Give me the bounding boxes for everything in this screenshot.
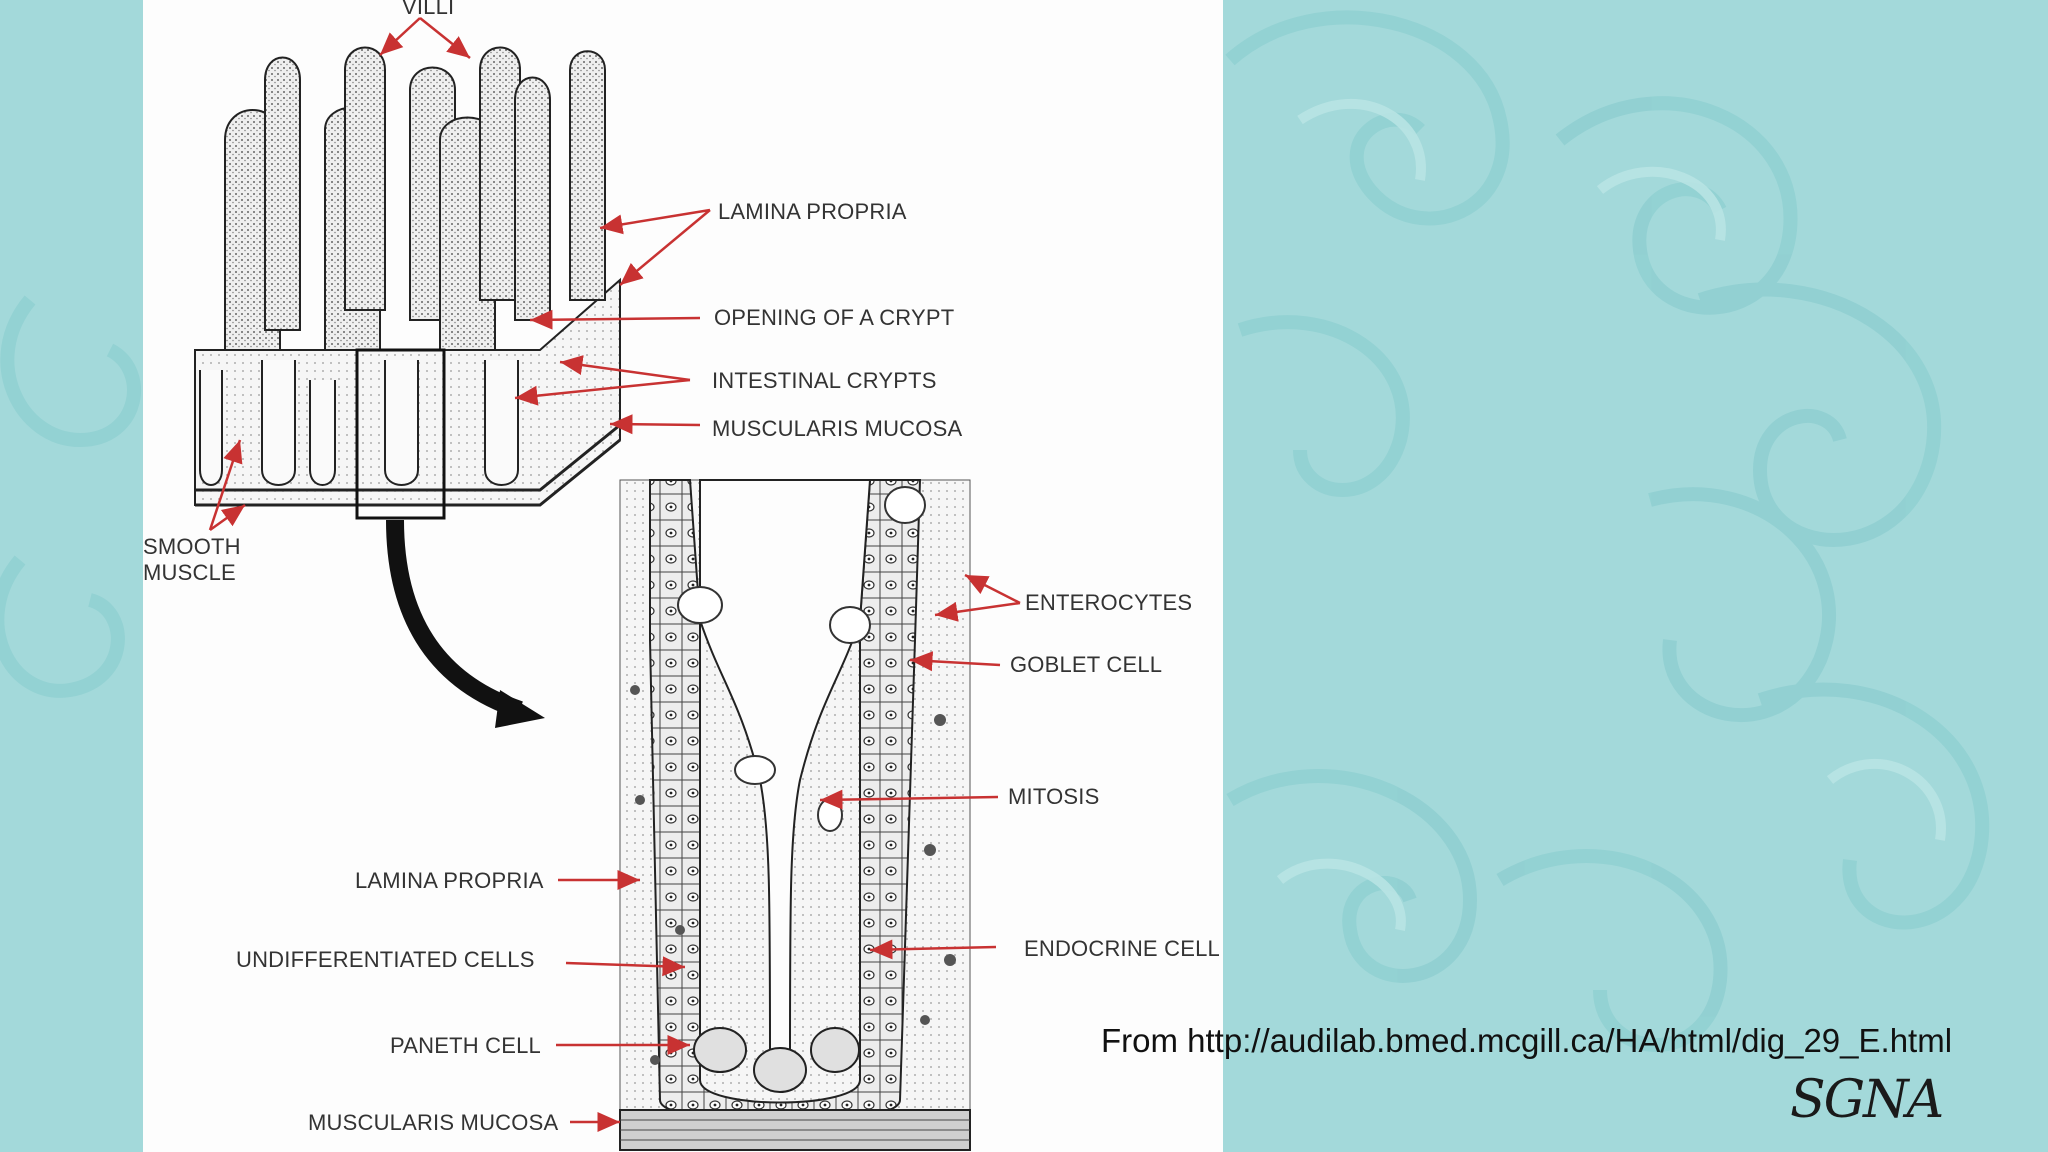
label-villi: VILLI [402, 0, 455, 19]
label-lamina-propria-top: LAMINA PROPRIA [718, 199, 907, 224]
logo-text: SGNA [1790, 1070, 1944, 1130]
zoom-arrow [386, 519, 523, 719]
label-enterocytes: ENTEROCYTES [1025, 590, 1193, 615]
villi-block [194, 46, 621, 520]
label-smooth-muscle: SMOOTH MUSCLE [143, 534, 241, 585]
label-mitosis: MITOSIS [1008, 784, 1100, 809]
label-opening-of-crypt: OPENING OF A CRYPT [714, 305, 955, 330]
label-muscularis-mucosa-top: MUSCULARIS MUCOSA [712, 416, 963, 441]
sgna-logo: SGNA [1790, 1070, 2030, 1140]
label-lamina-propria-bottom: LAMINA PROPRIA [355, 868, 544, 893]
label-intestinal-crypts: INTESTINAL CRYPTS [712, 368, 937, 393]
label-undifferentiated-cells: UNDIFFERENTIATED CELLS [236, 947, 535, 972]
label-paneth-cell: PANETH CELL [390, 1033, 541, 1058]
label-goblet-cell: GOBLET CELL [1010, 652, 1163, 677]
label-endocrine-cell: ENDOCRINE CELL [1024, 936, 1220, 961]
source-citation: From http://audilab.bmed.mcgill.ca/HA/ht… [1101, 1022, 1953, 1059]
label-muscularis-mucosa-bottom: MUSCULARIS MUCOSA [308, 1110, 559, 1135]
crypt-detail [619, 479, 971, 1151]
